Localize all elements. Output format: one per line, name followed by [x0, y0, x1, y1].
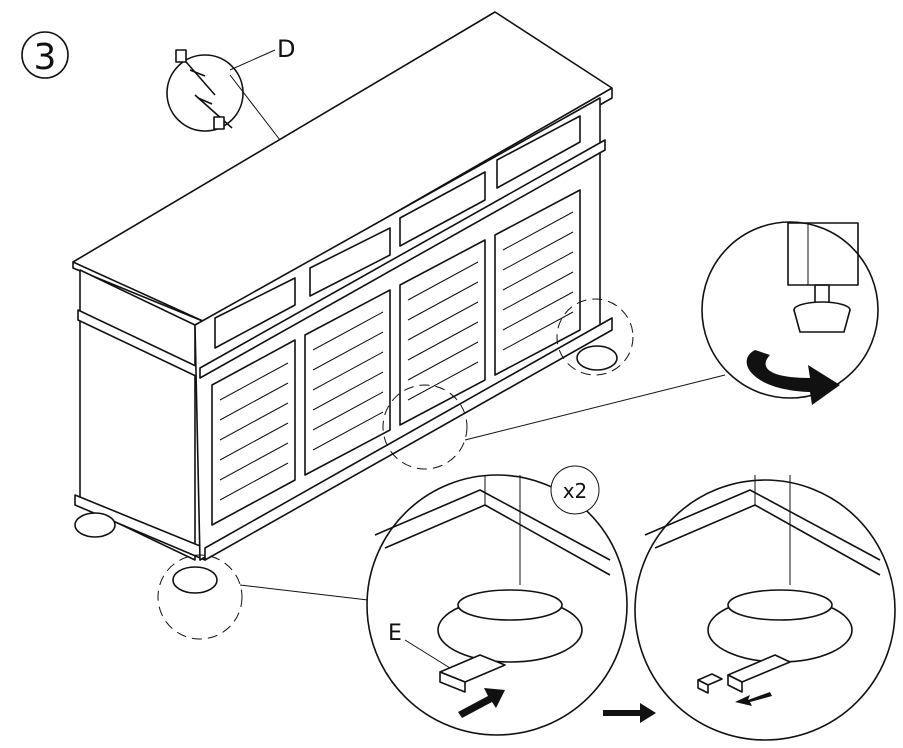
foot-callout-middle — [382, 384, 468, 470]
pull-arrow-icon — [735, 692, 772, 706]
sideboard — [72, 11, 618, 594]
shim-placed-detail — [634, 475, 896, 741]
wall-anchor-detail: D — [166, 35, 295, 141]
quantity-text: x2 — [563, 479, 588, 503]
adjustable-foot-detail — [701, 221, 879, 405]
foot-callout-right — [556, 298, 634, 376]
part-label-d: D — [277, 35, 295, 63]
curved-rotate-arrow-icon — [746, 350, 840, 405]
quantity-badge: x2 — [550, 465, 600, 515]
push-arrow-icon — [458, 688, 505, 718]
step-number-badge: 3 — [21, 31, 69, 79]
shim-insert-detail: E — [366, 474, 628, 736]
next-step-arrow-icon — [603, 703, 656, 723]
step-number: 3 — [34, 37, 57, 78]
part-label-e: E — [388, 621, 402, 646]
foot-callout-left — [157, 554, 243, 640]
